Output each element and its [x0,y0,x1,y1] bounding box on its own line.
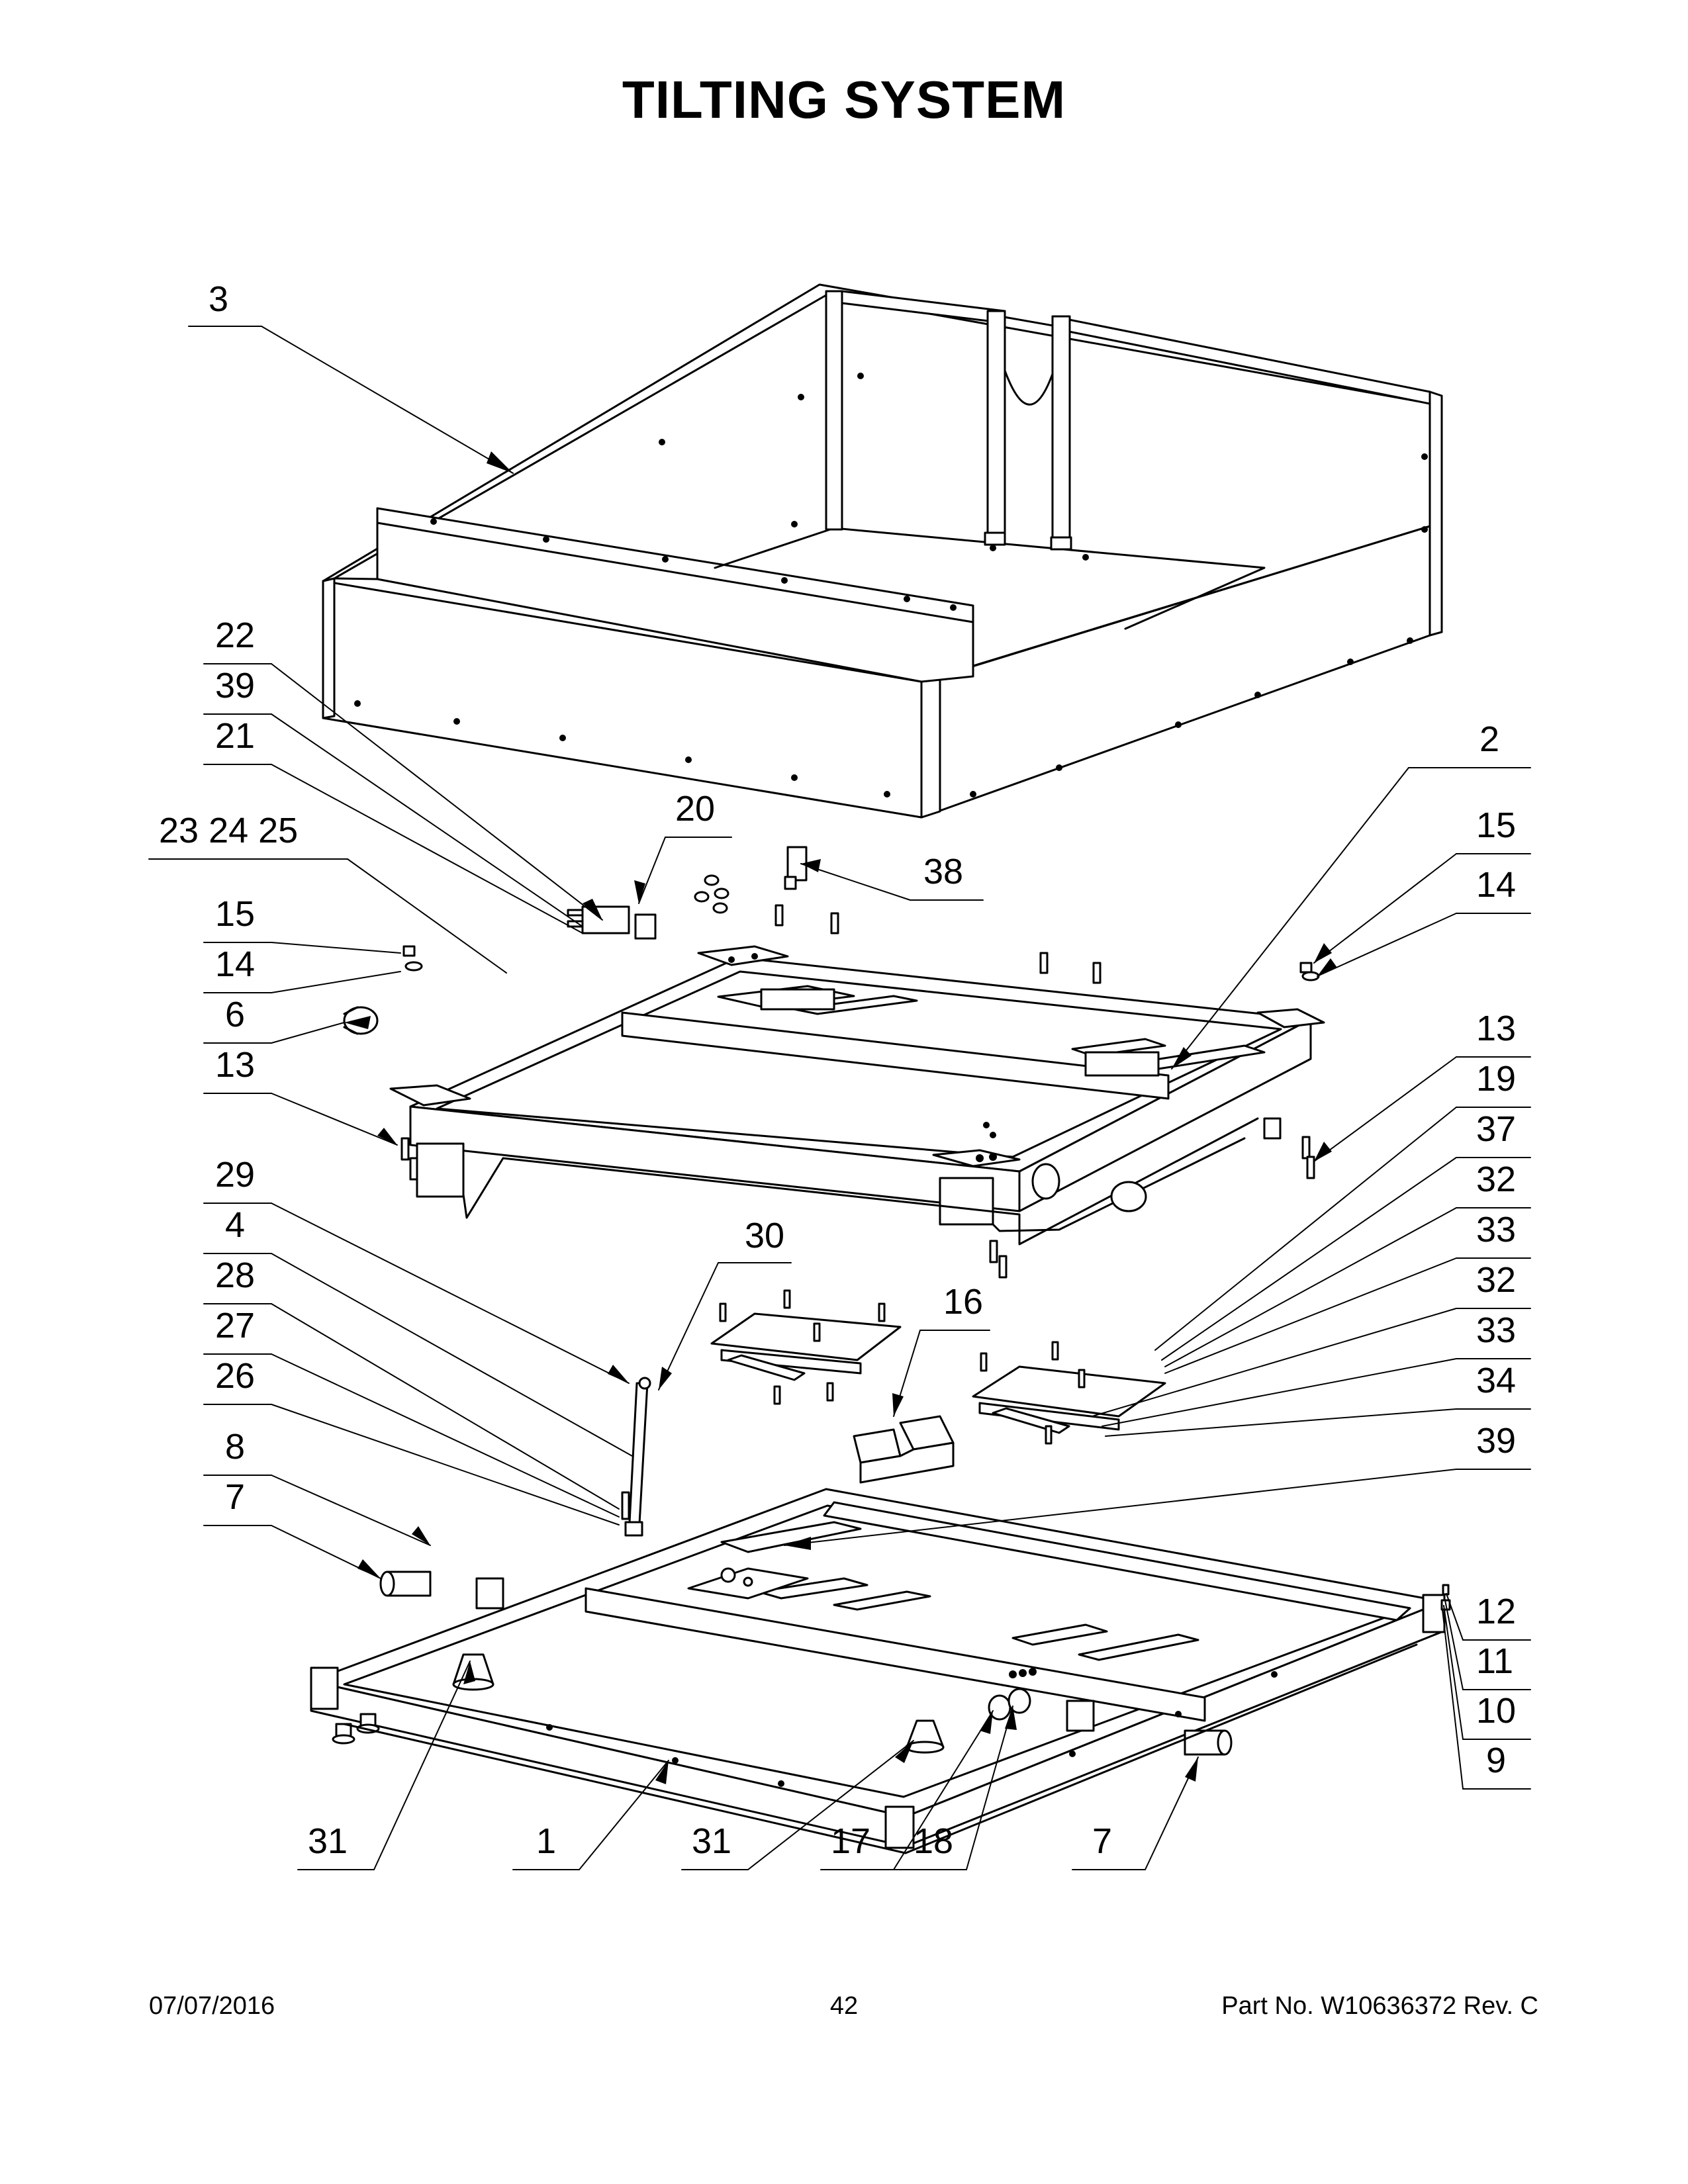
leader-lines [149,326,1530,1870]
callout-31-center: 31 [692,1821,732,1861]
callout-4: 4 [225,1205,246,1245]
callout-6: 6 [225,995,246,1034]
footer-part-number: Part No. W10636372 Rev. C [1221,1992,1538,2020]
callout-29: 29 [215,1155,256,1195]
footer-page-number: 42 [829,1992,859,2020]
cabinet-housing-part [323,285,1442,817]
callout-19: 19 [1476,1059,1517,1099]
callout-16: 16 [943,1282,984,1322]
callout-20: 20 [675,789,716,829]
callout-13-right: 13 [1476,1009,1517,1048]
page-title: TILTING SYSTEM [622,70,1066,129]
callout-22: 22 [215,615,256,655]
callout-2: 2 [1479,719,1500,759]
callout-26: 26 [215,1356,256,1396]
callout-32: 32 [1476,1160,1517,1199]
callout-33: 33 [1476,1210,1517,1250]
callout-12: 12 [1476,1592,1517,1631]
callout-38: 38 [923,852,964,891]
callout-11: 11 [1476,1641,1514,1681]
callout-39-right: 39 [1476,1421,1517,1461]
base-frame-part [311,1489,1450,1853]
footer-date: 07/07/2016 [149,1992,275,2020]
callout-1: 1 [536,1821,557,1861]
callout-15-left: 15 [215,894,256,934]
callout-31-left: 31 [308,1821,348,1861]
callout-7-left: 7 [225,1477,246,1517]
callout-17: 17 [831,1821,871,1861]
callout-37: 37 [1476,1109,1517,1149]
callout-15-right: 15 [1476,805,1517,845]
callout-34: 34 [1476,1361,1517,1400]
callout-27: 27 [215,1306,256,1345]
hardware-fasteners [344,847,1319,1277]
callout-14-left: 14 [215,944,256,984]
mounting-plates [622,1291,1165,1535]
callout-7-right: 7 [1092,1821,1113,1861]
callout-28: 28 [215,1255,256,1295]
callout-33-second: 33 [1476,1310,1517,1350]
callout-9: 9 [1486,1741,1507,1780]
callout-13-left: 13 [215,1045,256,1085]
callout-23-24-25: 23 24 25 [159,811,299,850]
callout-32-second: 32 [1476,1260,1517,1300]
callout-30: 30 [745,1216,785,1255]
callout-14-right: 14 [1476,865,1517,905]
callout-39: 39 [215,666,256,705]
tilting-frame-part [391,946,1324,1244]
callout-8: 8 [225,1427,246,1467]
callout-3: 3 [209,279,229,319]
callout-21: 21 [215,716,256,756]
callout-18: 18 [914,1821,954,1861]
callout-10: 10 [1476,1691,1517,1731]
leader-arrowheads [344,451,1337,1784]
